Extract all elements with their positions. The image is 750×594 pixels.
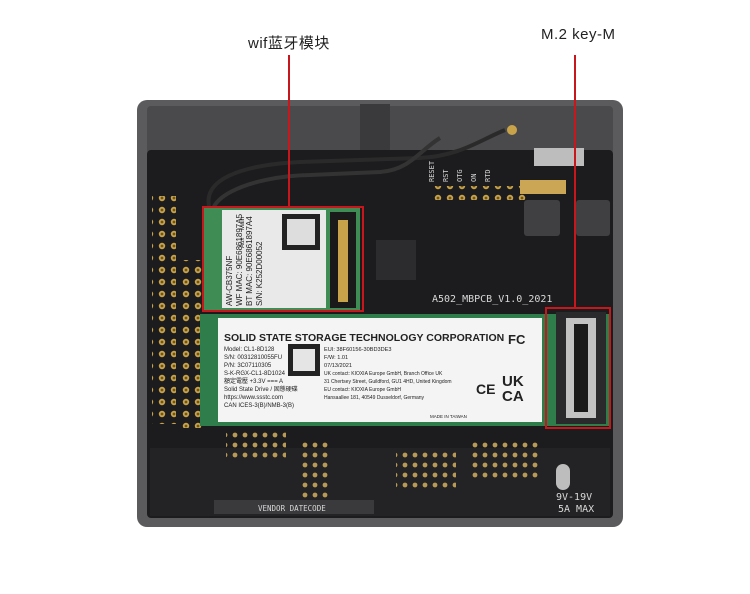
header-silk-4: RTD	[484, 169, 492, 182]
ssd-mid-line-3: UK contact: KIOXIA Europe GmbH, Branch O…	[324, 371, 443, 377]
ssd-mid-line-4: 31 Chertsey Street, Guildford, GU1 4HD, …	[324, 379, 452, 385]
m2-highlight-box	[545, 307, 611, 429]
antenna-cable-1	[206, 128, 506, 211]
ssd-title: SOLID STATE STORAGE TECHNOLOGY CORPORATI…	[224, 332, 504, 344]
power-capacitors	[520, 180, 566, 194]
ssd-mid-line-1: F/W: 1.01	[324, 355, 348, 361]
wifi-ant-main: Main	[240, 217, 246, 230]
ssd-left-line-7: CAN ICES-3(B)/NMB-3(B)	[224, 403, 294, 409]
power-silk-2: 5A MAX	[558, 504, 594, 515]
wifi-label-line1: AW-CB375NF	[225, 256, 234, 306]
header-silk-group: RESET RST OTG ON RTD	[428, 160, 492, 182]
m2-slot-gap	[574, 324, 588, 412]
ssd-left-info: Model: CL1-8D128 S/N: 00312810055FU P/N:…	[224, 347, 298, 409]
via-field-2	[300, 440, 330, 500]
ssd-mid-line-0: EUI: 38F60156-30BD3DE3	[324, 347, 391, 353]
wifi-connector-pins	[338, 220, 348, 302]
ssd-left-line-6: https://www.ssstc.com	[224, 395, 283, 401]
wifi-label-lines: AW-CB375NF WF MAC: 90E6861897A5 BT MAC: …	[225, 213, 264, 306]
ssd-footer: MADE IN TAIWAN	[430, 414, 467, 419]
top-slot	[360, 104, 390, 156]
inductor-1	[524, 200, 560, 236]
wifi-qr-inner	[287, 219, 315, 245]
header-silk-0: RESET	[428, 160, 436, 182]
ssd-left-line-3: S-K-RGX-CL1-8D1024	[224, 371, 286, 377]
ssd-label	[218, 318, 542, 422]
vendor-silk-box	[214, 500, 374, 514]
ssd-mid-line-6: Hansaallee 181, 40549 Dusseldorf, German…	[324, 395, 425, 401]
ssd-left-line-0: Model: CL1-8D128	[224, 347, 275, 353]
gpio-header-left	[152, 196, 176, 424]
wifi-ant-aux: Aux	[240, 238, 246, 248]
header-silk-3: ON	[470, 174, 478, 182]
ssd-left-line-2: P/N: 3C07110305	[224, 363, 272, 369]
m2-callout-label: M.2 key-M	[541, 26, 616, 43]
ssd-mid-info: EUI: 38F60156-30BD3DE3 F/W: 1.01 07/13/2…	[324, 347, 452, 401]
wifi-label-line4: S/N: K252D00052	[255, 241, 264, 306]
usb-port	[534, 148, 584, 166]
vendor-silk: VENDOR DATECODE	[258, 504, 326, 513]
chip-small	[376, 240, 416, 280]
via-field-4	[470, 440, 540, 480]
ssd-fc-mark: FC	[508, 332, 526, 347]
wifi-label-line3: BT MAC: 90E6861897A4	[245, 216, 254, 306]
header-silk-2: OTG	[456, 169, 464, 182]
ssd-qr-inner	[293, 349, 315, 371]
inductor-2	[576, 200, 610, 236]
via-field-3	[396, 450, 456, 490]
ssd-left-line-5: Solid State Drive / 固態硬碟	[224, 385, 298, 393]
ssd-ce-mark: CE	[476, 381, 495, 397]
ssd-left-line-4: 額定電壓 +3.3V === A	[224, 377, 283, 385]
ssd-mid-line-2: 07/13/2021	[324, 363, 352, 369]
top-header-pins	[430, 186, 526, 200]
wifi-label-line2: WF MAC: 90E6861897A5	[235, 213, 244, 306]
power-jack	[556, 464, 570, 490]
wifi-callout-label: wif蓝牙模块	[248, 35, 330, 52]
ssd-mid-line-5: EU contact: KIOXIA Europe GmbH	[324, 387, 401, 393]
header-silk-1: RST	[442, 169, 450, 182]
via-field-1	[226, 432, 286, 462]
wifi-highlight-box	[202, 206, 364, 312]
ssd-ukca-top: UK	[502, 373, 524, 390]
antenna-connector	[507, 125, 517, 135]
power-silk-1: 9V-19V	[556, 492, 592, 503]
ssd-left-line-1: S/N: 00312810055FU	[224, 355, 282, 361]
gpio-header-left-2	[178, 260, 202, 428]
board-model-silk: A502_MBPCB_V1.0_2021	[432, 294, 552, 305]
wifi-antenna-labels: Aux Main	[240, 217, 246, 248]
ssd-ukca-bottom: CA	[502, 388, 524, 405]
